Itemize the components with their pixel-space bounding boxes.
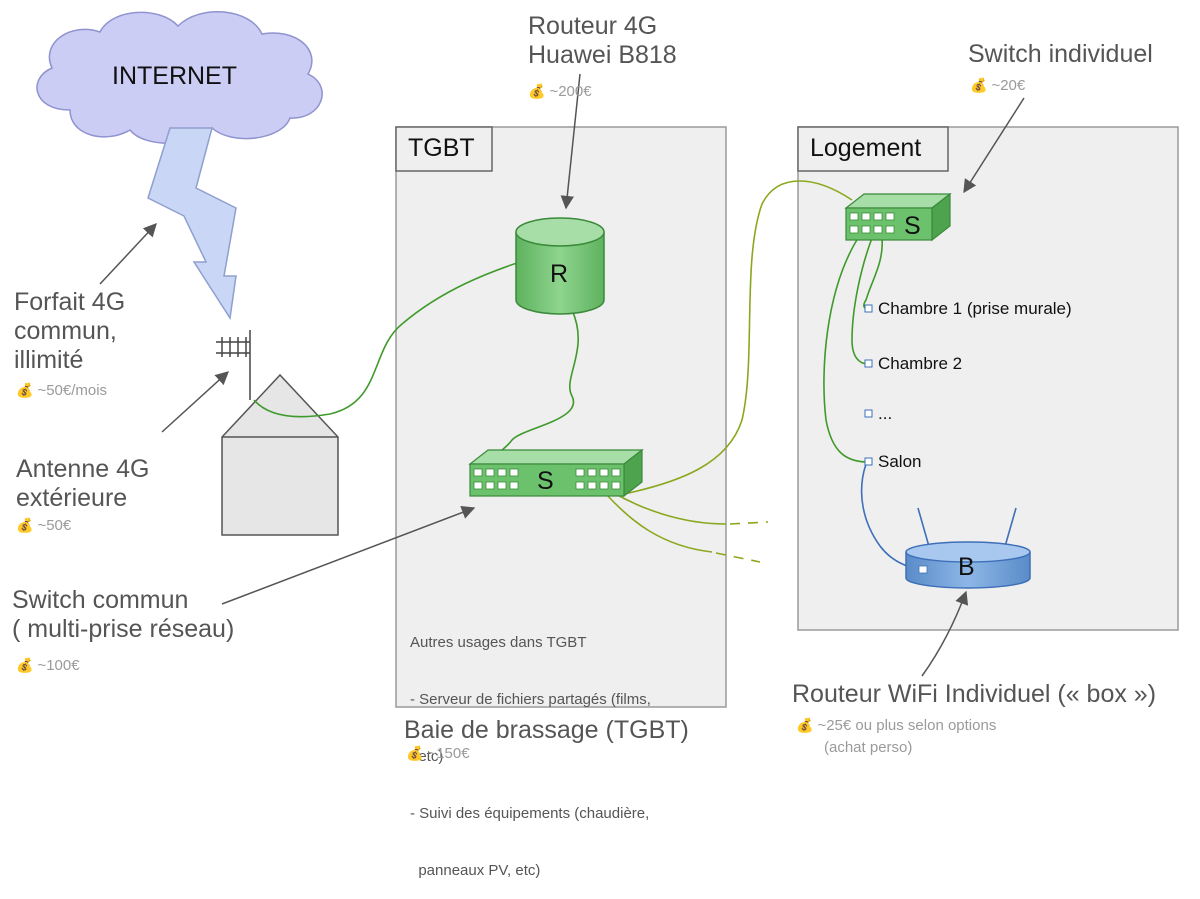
forfait-line: Forfait 4G [14, 288, 126, 316]
antenna-line: Antenne 4G [16, 455, 150, 483]
outlet-icon [864, 304, 873, 313]
router-4g [515, 217, 605, 315]
outlet-icon [864, 359, 873, 368]
network-diagram [36, 10, 1179, 708]
router4g-line: Huawei B818 [528, 41, 677, 69]
switch-individuel [844, 192, 952, 242]
tgbt-note-line: - Suivi des équipements (chaudière, [410, 805, 650, 822]
pointer-arrows [99, 73, 1025, 677]
money-bag-icon: 💰 [16, 517, 34, 533]
switch-individuel-arrow [963, 97, 1025, 194]
tgbt-caption: Baie de brassage (TGBT) [404, 716, 689, 744]
money-bag-icon: 💰 [406, 745, 424, 761]
box-cost-value: ~25€ ou plus selon options [817, 717, 997, 734]
outlet-icon [864, 457, 873, 466]
tgbt-title-box [395, 126, 493, 172]
switch-commun-arrow [221, 506, 476, 605]
antenna-cost-value: ~50€ [37, 517, 72, 534]
switch-commun-label: Switch commun ( multi-prise réseau) [12, 586, 234, 644]
money-bag-icon: 💰 [970, 77, 988, 93]
tgbt-note-line: Autres usages dans TGBT [410, 634, 587, 651]
switch-individuel-cost-value: ~20€ [991, 77, 1026, 94]
forfait-line: commun, [14, 317, 117, 345]
tgbt-cost: 💰~150€ [406, 744, 470, 763]
internet-label: INTERNET [112, 62, 237, 90]
box-arrow [921, 590, 969, 677]
cable-antenna-router [253, 257, 533, 418]
tgbt-note-line: panneaux PV, etc) [410, 862, 541, 879]
router4g-line: Routeur 4G [528, 12, 658, 40]
box-title: Routeur WiFi Individuel (« box ») [792, 680, 1157, 708]
cable-s2-ch2 [851, 237, 873, 365]
tgbt-cost-value: ~150€ [427, 745, 470, 762]
box-cost-note: (achat perso) [824, 739, 913, 756]
forfait-arrow [99, 223, 157, 285]
outlet-chambre-1: Chambre 1 (prise murale) [878, 299, 1072, 318]
switch-commun-cost: 💰~100€ [16, 656, 80, 675]
router4g-cost-value: ~200€ [549, 83, 592, 100]
router4g-arrow [560, 73, 581, 210]
lightning-bolt-icon [147, 127, 237, 321]
forfait-line: illimité [14, 346, 84, 374]
switch-individuel-cost: 💰~20€ [970, 76, 1025, 95]
switch-individuel-s-label: S [904, 212, 921, 240]
switch-commun [468, 448, 644, 498]
antenna-cost: 💰~50€ [16, 516, 71, 535]
cables [253, 180, 925, 571]
switch-commun-s-label: S [537, 467, 554, 495]
switch-commun-line: Switch commun [12, 586, 189, 614]
antenna-label: Antenne 4G extérieure [16, 455, 149, 513]
money-bag-icon: 💰 [796, 717, 814, 733]
outlet-chambre-2: Chambre 2 [878, 354, 963, 373]
logement-title: Logement [810, 134, 922, 162]
switch-individuel-label: Switch individuel [968, 40, 1153, 68]
antenna-icon [216, 330, 251, 400]
money-bag-icon: 💰 [16, 382, 34, 398]
tgbt-title: TGBT [408, 134, 475, 162]
tgbt-note-line: etc) [410, 748, 444, 765]
forfait-cost-value: ~50€/mois [37, 382, 108, 399]
router4g-cost: 💰~200€ [528, 82, 592, 101]
forfait-label: Forfait 4G commun, illimité [14, 288, 125, 375]
outlet-salon: Salon [878, 452, 922, 471]
router4g-label: Routeur 4G Huawei B818 [528, 12, 677, 70]
cable-switch-out2-dash [715, 552, 761, 563]
cable-switch-logement [623, 180, 853, 495]
money-bag-icon: 💰 [16, 657, 34, 673]
box-cost: 💰~25€ ou plus selon options [796, 716, 996, 735]
house-icon [221, 373, 339, 536]
cable-switch-out1 [611, 491, 727, 525]
cable-switch-out1-dash [729, 521, 769, 525]
router-r-label: R [550, 260, 569, 288]
money-bag-icon: 💰 [528, 83, 546, 99]
antenna-arrow [161, 371, 229, 433]
cable-switch-out2 [605, 493, 713, 553]
outlet-more: ... [878, 404, 893, 423]
switch-commun-cost-value: ~100€ [37, 657, 80, 674]
forfait-cost: 💰~50€/mois [16, 381, 107, 400]
outlet-icon [864, 409, 873, 418]
antenna-line: extérieure [16, 484, 128, 512]
outlet-icons [864, 304, 873, 466]
logement-title-box [797, 126, 949, 172]
wifi-box [905, 507, 1031, 589]
cable-s2-salon [823, 237, 869, 463]
box-b-label: B [958, 553, 975, 581]
switch-commun-line: ( multi-prise réseau) [12, 615, 235, 643]
tgbt-note-line: - Serveur de fichiers partagés (films, [410, 691, 651, 708]
